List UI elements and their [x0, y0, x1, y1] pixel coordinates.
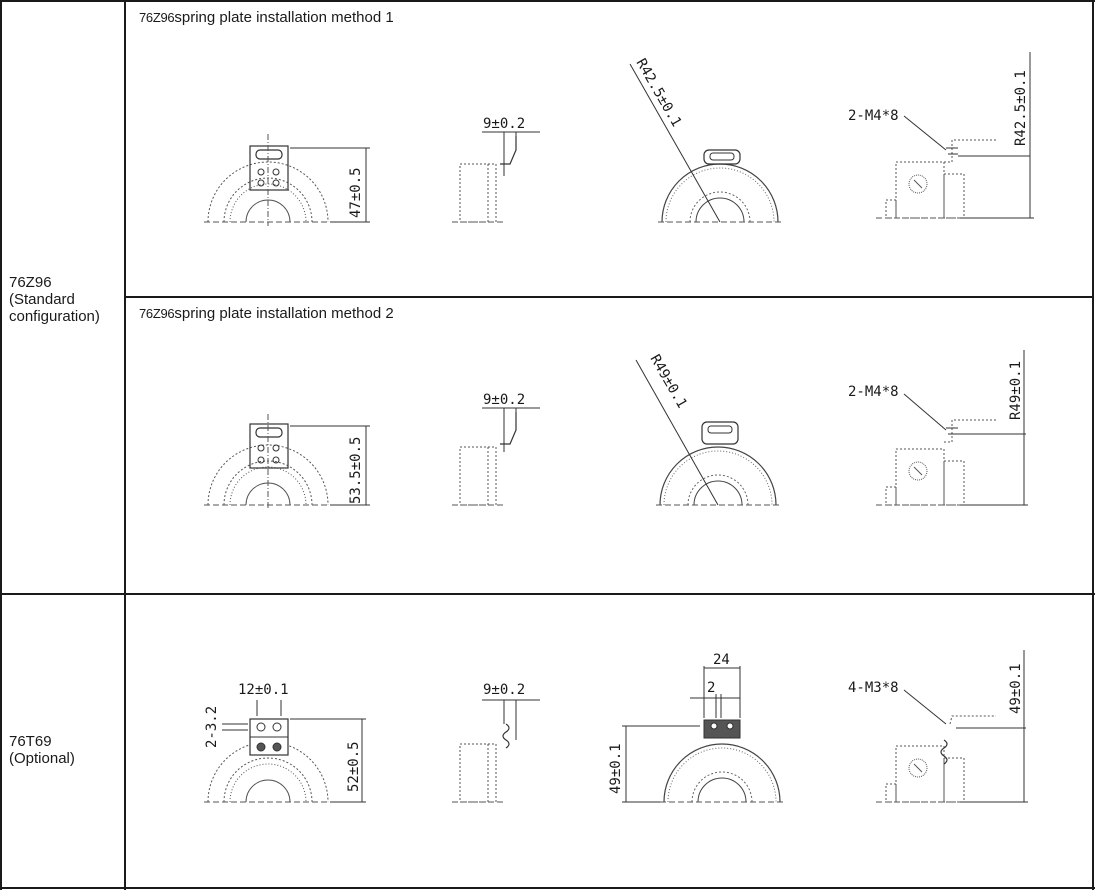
t69-slot-dim: 12±0.1 — [238, 682, 289, 698]
method-1-title-model: 76Z96 — [139, 10, 175, 25]
m1-plate-dim: 9±0.2 — [483, 116, 525, 132]
method-2-title-model: 76Z96 — [139, 306, 175, 321]
model-name: 76T69 — [9, 733, 52, 750]
t69-height-front-dim: 49±0.1 — [608, 743, 624, 794]
table-border-left — [0, 0, 2, 890]
m2-front-view — [203, 414, 370, 510]
row-divider-sub — [124, 296, 1094, 298]
m1-side-radius-dim: R42.5±0.1 — [1013, 70, 1029, 146]
t69-height-dim: 52±0.5 — [346, 741, 362, 792]
m1-height-dim: 47±0.5 — [348, 167, 364, 218]
m1-radius-dim: R42.5±0.1 — [633, 56, 685, 130]
m2-side-radius-dim: R49±0.1 — [1008, 361, 1024, 420]
method-1-title: 76Z96spring plate installation method 1 — [139, 9, 394, 26]
method-1-title-text: spring plate installation method 1 — [174, 9, 394, 26]
t69-side-view — [451, 699, 540, 803]
m1-front-view — [203, 134, 370, 226]
row-divider-main — [0, 593, 1095, 595]
model-name: 76Z96 — [9, 274, 52, 291]
column-divider — [124, 0, 126, 890]
model-label-76z96: 76Z96 (Standard configuration) — [9, 274, 100, 325]
t69-width-small-dim: 2 — [707, 680, 715, 696]
table-border-right — [1092, 0, 1094, 890]
model-sub-line-2: configuration) — [9, 308, 100, 325]
m2-screw-label: 2-M4*8 — [848, 384, 899, 400]
t69-front-view — [203, 700, 366, 803]
t69-width-view — [622, 666, 785, 803]
table-border-bottom — [0, 887, 1095, 889]
m2-radius-dim: R49±0.1 — [647, 352, 690, 411]
m1-radius-view — [629, 63, 783, 223]
m2-plate-dim: 9±0.2 — [483, 392, 525, 408]
t69-mount-view — [875, 650, 1028, 803]
t69-width-top-dim: 24 — [713, 652, 730, 668]
m2-height-dim: 53.5±0.5 — [348, 437, 364, 504]
model-sub-line-1: (Standard — [9, 291, 75, 308]
model-sub-line-1: (Optional) — [9, 750, 75, 767]
model-label-76t69: 76T69 (Optional) — [9, 733, 75, 767]
m2-side-view — [451, 407, 540, 506]
table-border-top — [0, 0, 1095, 2]
t69-gap-dim: 2-3.2 — [204, 706, 220, 748]
m2-radius-view — [635, 359, 781, 506]
m2-mount-view — [875, 350, 1028, 506]
t69-plate-dim: 9±0.2 — [483, 682, 525, 698]
m1-screw-label: 2-M4*8 — [848, 108, 899, 124]
m1-mount-view — [875, 52, 1034, 219]
t69-side-height-dim: 49±0.1 — [1008, 663, 1024, 714]
t69-screw-label: 4-M3*8 — [848, 680, 899, 696]
m1-side-view — [451, 131, 540, 223]
method-2-title-text: spring plate installation method 2 — [174, 305, 394, 322]
method-2-title: 76Z96spring plate installation method 2 — [139, 305, 394, 322]
